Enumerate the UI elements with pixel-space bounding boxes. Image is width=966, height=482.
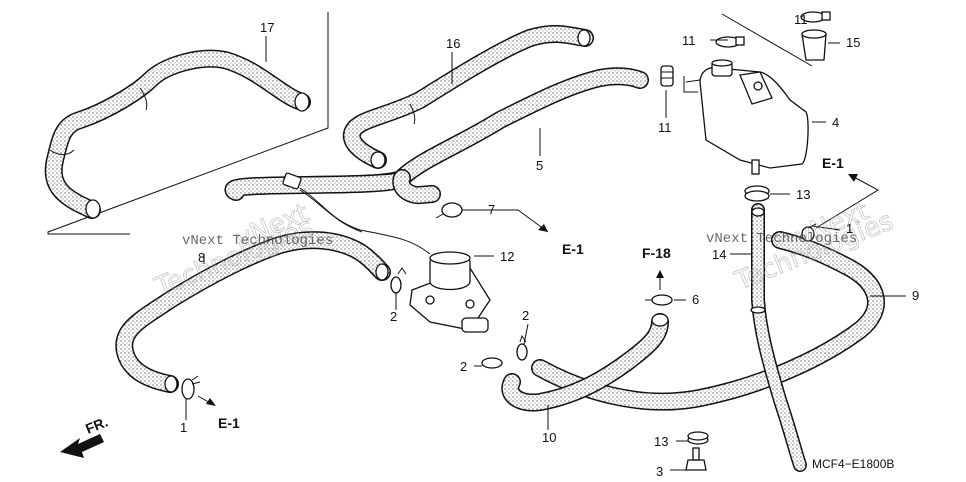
hose-14 — [750, 203, 807, 472]
callout-3: 3 — [656, 464, 663, 479]
callout-9: 9 — [912, 288, 919, 303]
air-valve-12 — [409, 251, 491, 333]
leader-lines — [185, 36, 906, 471]
callout-12: 12 — [500, 249, 514, 264]
clamp-11-left — [660, 65, 674, 87]
callout-labels: 17 16 5 11 11 11 15 4 13 7 12 8 1 14 6 9… — [180, 12, 919, 479]
callout-6: 6 — [692, 292, 699, 307]
clamp-11-mid — [715, 36, 745, 48]
ref-f18: F-18 — [642, 245, 671, 261]
callout-13-upper: 13 — [796, 187, 810, 202]
watermark: Technologies vNext Technologies vNext vN… — [150, 196, 898, 303]
callout-7: 7 — [488, 202, 495, 217]
reference-arrows — [197, 174, 880, 406]
hose-5-end — [392, 169, 441, 205]
hose-8 — [115, 231, 391, 393]
hose-10 — [501, 313, 669, 412]
callout-2-c: 2 — [460, 359, 467, 374]
callout-11-left: 11 — [658, 120, 672, 135]
callout-2-a: 2 — [390, 309, 397, 324]
front-direction-arrow — [60, 434, 104, 458]
callout-11-top: 11 — [794, 12, 808, 27]
clip-1-left — [181, 375, 201, 400]
cap-15 — [801, 29, 827, 61]
callout-1-left: 1 — [180, 420, 187, 435]
clip-2-a — [390, 267, 407, 294]
clip-7 — [435, 202, 463, 219]
clip-13-lower — [687, 431, 709, 445]
callout-15: 15 — [846, 35, 860, 50]
clip-13-upper — [744, 185, 770, 202]
callout-13-lower: 13 — [654, 434, 668, 449]
clip-6 — [645, 294, 673, 306]
ref-e1-right: E-1 — [822, 155, 844, 171]
callout-5: 5 — [536, 158, 543, 173]
clamp-11-top — [800, 11, 831, 23]
hose-9 — [531, 231, 885, 411]
ref-e1-left: E-1 — [218, 415, 240, 431]
callout-1-right: 1 — [846, 221, 853, 236]
callout-10: 10 — [542, 430, 556, 445]
callout-2-b: 2 — [522, 308, 529, 323]
hose-16 — [342, 24, 594, 169]
ref-e1-center: E-1 — [562, 241, 584, 257]
watermark-line-1: vNext Technologies — [182, 233, 333, 249]
callout-8: 8 — [198, 250, 205, 265]
wire-harness — [282, 172, 431, 255]
hose-17 — [44, 49, 311, 219]
clip-2-c — [481, 357, 503, 369]
hose-5 — [224, 67, 649, 201]
diagram-code: MCF4−E1800B — [812, 457, 894, 471]
callout-11-mid: 11 — [682, 33, 696, 48]
clip-2-b — [516, 334, 528, 361]
reservoir-tank-4 — [683, 59, 809, 175]
callout-4: 4 — [832, 115, 839, 130]
callout-17: 17 — [260, 20, 274, 35]
reference-labels: E-1 E-1 E-1 F-18 — [218, 155, 844, 431]
bolt-3 — [685, 447, 707, 471]
front-label: FR. — [83, 413, 110, 436]
watermark-line-2: vNext Technologies — [706, 231, 857, 247]
callout-16: 16 — [446, 36, 460, 51]
callout-14: 14 — [712, 247, 726, 262]
